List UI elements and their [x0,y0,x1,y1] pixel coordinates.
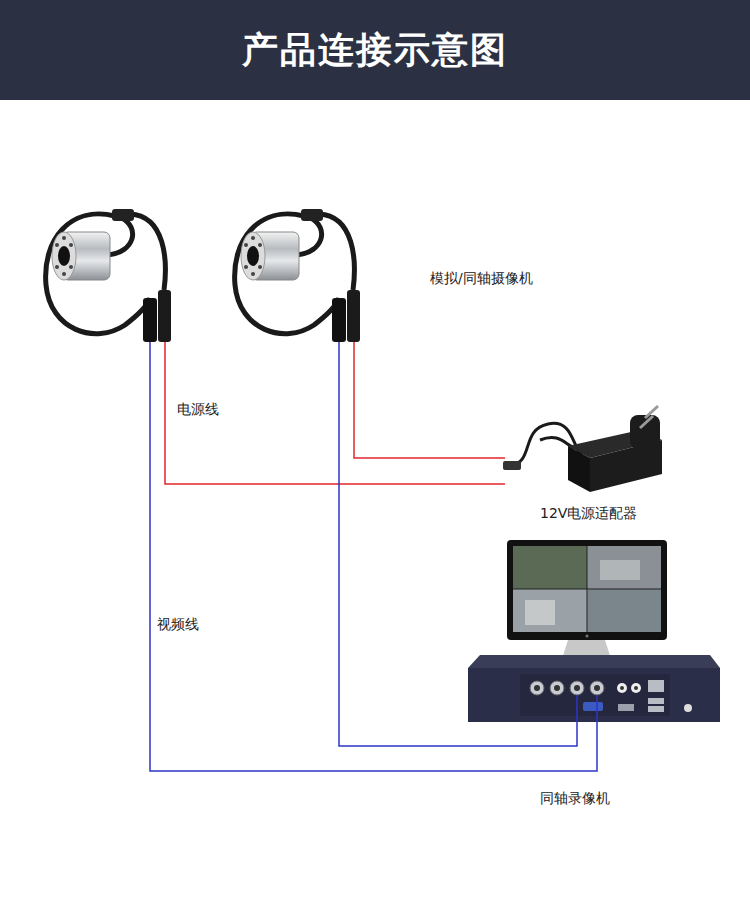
cable-line [339,342,577,746]
cable-label: 电源线 [175,401,221,418]
camera-illustration [46,209,171,342]
cable-label: 视频线 [155,616,201,633]
node-label: 12V电源适配器 [540,505,637,522]
node-label: 同轴录像机 [540,790,610,807]
header-bar: 产品连接示意图 [0,0,750,100]
page-title: 产品连接示意图 [242,26,508,75]
cable-line [150,342,597,771]
camera-group: 模拟/同轴摄像机 [40,210,570,342]
cable-line [354,342,505,458]
camera-illustration [235,209,360,342]
monitor-illustration [507,540,667,662]
power-adapter-illustration [503,406,662,492]
recorder-illustration [468,655,720,722]
power-adapter: 12V电源适配器 [505,415,665,490]
node-label: 模拟/同轴摄像机 [430,270,533,287]
recorder-box: 同轴录像机 [468,662,720,722]
cable-line [165,342,505,484]
